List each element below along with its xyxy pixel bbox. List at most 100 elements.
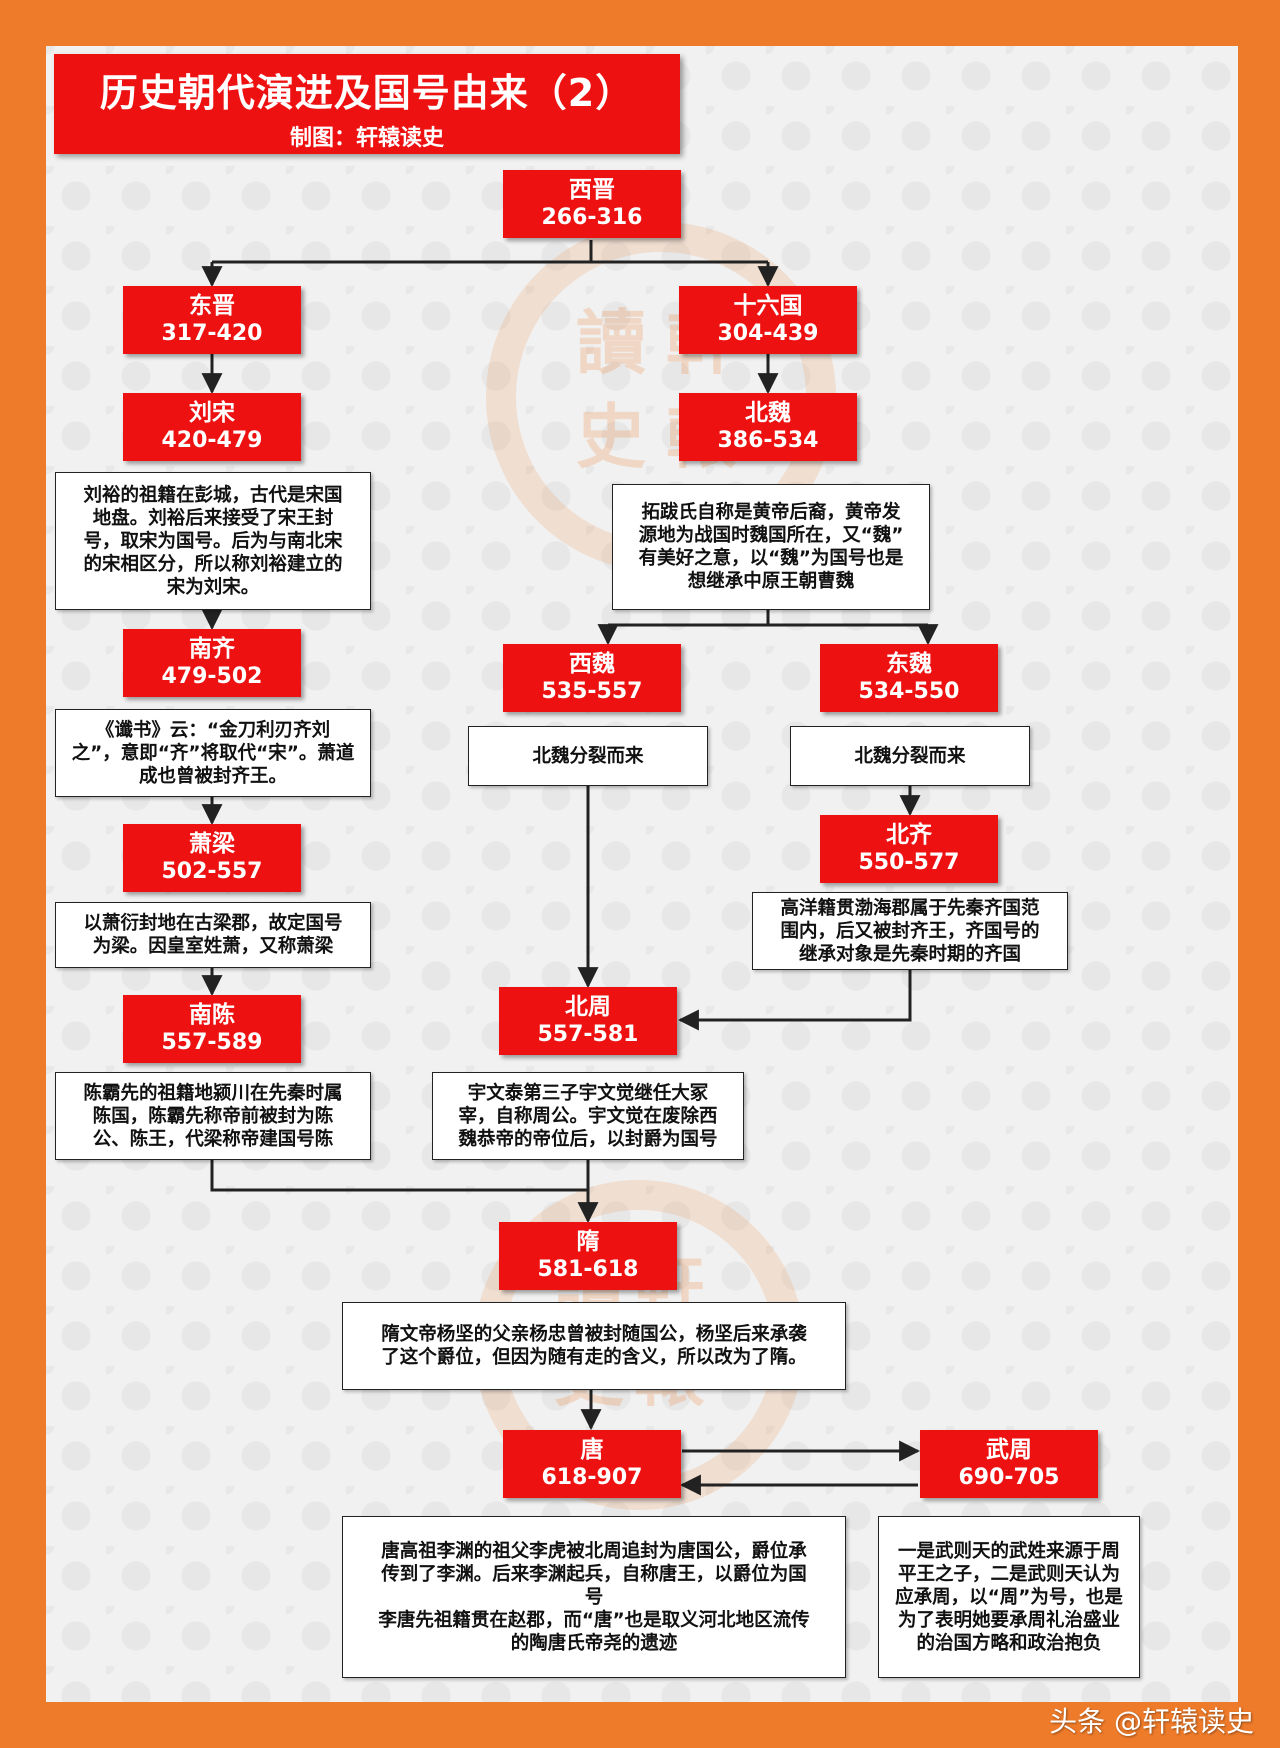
dynasty-name: 唐 — [580, 1437, 604, 1463]
dynasty-dongjin[interactable]: 东晋 317-420 — [123, 286, 301, 354]
note-sui: 隋文帝杨坚的父亲杨忠曾被封随国公，杨坚后来承袭 了这个爵位，但因为随有走的含义，… — [342, 1302, 846, 1390]
watermark-char: 讀 — [576, 301, 646, 384]
dynasty-years: 581-618 — [537, 1257, 639, 1282]
note-tang: 唐高祖李渊的祖父李虎被北周追封为唐国公，爵位承 传到了李渊。后来李渊起兵，自称唐… — [342, 1516, 846, 1678]
note-xiwei: 北魏分裂而来 — [468, 726, 708, 786]
dynasty-years: 618-907 — [541, 1465, 643, 1490]
dynasty-name: 萧梁 — [189, 831, 235, 857]
dynasty-years: 317-420 — [161, 321, 263, 346]
note-line: 想继承中原王朝曹魏 — [687, 571, 855, 592]
note-line: 陈国，陈霸先称帝前被封为陈 — [92, 1105, 334, 1127]
dynasty-xiwei[interactable]: 西魏 535-557 — [503, 644, 681, 712]
note-line: 为梁。因皇室姓萧，又称萧梁 — [92, 936, 334, 957]
note-line: 的宋相区分，所以称刘裕建立的 — [83, 553, 343, 575]
dynasty-years: 690-705 — [958, 1465, 1060, 1490]
note-line: 陈霸先的祖籍地颍川在先秦时属 — [83, 1082, 343, 1104]
note-beiwei: 拓跋氏自称是黄帝后裔，黄帝发 源地为战国时魏国所在，又“魏” 有美好之意，以“魏… — [612, 484, 930, 610]
note-line: 《谶书》云：“金刀利刃齐刘 — [95, 719, 331, 741]
note-line: 北魏分裂而来 — [532, 745, 644, 767]
note-line: 的治国方略和政治抱负 — [916, 1632, 1102, 1654]
note-line: 宰，自称周公。宇文觉在废除西 — [458, 1105, 718, 1127]
note-line: 的陶唐氏帝尧的遗迹 — [510, 1632, 678, 1654]
note-line: 之”，意即“齐”将取代“宋”。萧道 — [71, 742, 355, 764]
dynasty-nanchen[interactable]: 南陈 557-589 — [123, 995, 301, 1063]
note-wuzhou: 一是武则天的武姓来源于周 平王之子，二是武则天认为 应承周，以“周”为号，也是 … — [878, 1516, 1140, 1678]
dynasty-years: 479-502 — [161, 664, 263, 689]
note-beizhou: 宇文泰第三子宇文觉继任大冢 宰，自称周公。宇文觉在废除西 魏恭帝的帝位后，以封爵… — [432, 1072, 744, 1160]
note-line: 继承对象是先秦时期的齐国 — [798, 943, 1021, 965]
dynasty-tang[interactable]: 唐 618-907 — [503, 1430, 681, 1498]
note-nanqi: 《谶书》云：“金刀利刃齐刘 之”，意即“齐”将取代“宋”。萧道 成也曾被封齐王。 — [55, 709, 371, 797]
dynasty-beiqi[interactable]: 北齐 550-577 — [820, 815, 998, 883]
note-line: 地盘。刘裕后来接受了宋王封 — [92, 507, 334, 529]
dynasty-years: 557-589 — [161, 1030, 263, 1055]
dynasty-name: 武周 — [986, 1437, 1032, 1463]
dynasty-beizhou[interactable]: 北周 557-581 — [499, 987, 677, 1055]
dynasty-liusong[interactable]: 刘宋 420-479 — [123, 393, 301, 461]
dynasty-dongwei[interactable]: 东魏 534-550 — [820, 644, 998, 712]
dynasty-years: 266-316 — [541, 205, 643, 230]
dynasty-wuzhou[interactable]: 武周 690-705 — [920, 1430, 1098, 1498]
note-line: 应承周，以“周”为号，也是 — [895, 1586, 1123, 1608]
note-line: 刘裕的祖籍在彭城，古代是宋国 — [83, 484, 343, 506]
note-line: 平王之子，二是武则天认为 — [897, 1563, 1120, 1585]
note-line: 宋为刘宋。 — [166, 576, 260, 598]
dynasty-name: 刘宋 — [189, 400, 235, 426]
note-line: 魏恭帝的帝位后，以封爵为国号 — [458, 1128, 718, 1150]
dynasty-name: 南齐 — [189, 636, 235, 662]
note-liusong: 刘裕的祖籍在彭城，古代是宋国 地盘。刘裕后来接受了宋王封 号，取宋为国号。后为与… — [55, 472, 371, 610]
dynasty-name: 北魏 — [745, 400, 791, 426]
dynasty-beiwei[interactable]: 北魏 386-534 — [679, 393, 857, 461]
footer-watermark: 头条 @轩辕读史 — [1049, 1705, 1254, 1738]
dynasty-name: 北齐 — [886, 822, 932, 848]
dynasty-nanqi[interactable]: 南齐 479-502 — [123, 629, 301, 697]
note-line: 传到了李渊。后来李渊起兵，自称唐王，以爵位为国 — [381, 1563, 807, 1585]
note-line: 了这个爵位，但因为随有走的含义，所以改为了隋。 — [381, 1347, 807, 1368]
note-line: 拓跋氏自称是黄帝后裔，黄帝发 — [641, 502, 901, 523]
dynasty-years: 502-557 — [161, 859, 263, 884]
dynasty-years: 304-439 — [717, 321, 819, 346]
note-line: 有美好之意，以“魏”为国号也是 — [638, 548, 904, 569]
note-line: 围内，后又被封齐王，齐国号的 — [780, 920, 1040, 942]
title-banner: 历史朝代演进及国号由来（2） 制图：轩辕读史 — [54, 54, 680, 154]
note-line: 为了表明她要承周礼治盛业 — [897, 1609, 1120, 1631]
dynasty-years: 557-581 — [537, 1022, 639, 1047]
note-line: 以萧衍封地在古梁郡，故定国号 — [83, 913, 343, 934]
note-line: 北魏分裂而来 — [854, 745, 966, 767]
note-line: 隋文帝杨坚的父亲杨忠曾被封随国公，杨坚后来承袭 — [381, 1324, 807, 1345]
note-line: 成也曾被封齐王。 — [138, 765, 287, 787]
dynasty-name: 隋 — [576, 1229, 600, 1255]
note-line: 号，取宋为国号。后为与南北宋 — [83, 530, 343, 552]
dynasty-years: 534-550 — [858, 679, 960, 704]
dynasty-shiliuguo[interactable]: 十六国 304-439 — [679, 286, 857, 354]
watermark-char: 史 — [576, 395, 646, 478]
note-line: 唐高祖李渊的祖父李虎被北周追封为唐国公，爵位承 — [381, 1540, 807, 1562]
dynasty-years: 386-534 — [717, 428, 819, 453]
note-line: 公、陈王，代梁称帝建国号陈 — [92, 1128, 334, 1150]
dynasty-name: 西晋 — [569, 177, 615, 203]
credit-line: 制图：轩辕读史 — [289, 126, 444, 151]
dynasty-years: 420-479 — [161, 428, 263, 453]
dynasty-years: 550-577 — [858, 850, 960, 875]
dynasty-name: 南陈 — [189, 1002, 235, 1028]
note-line: 号 — [584, 1586, 604, 1608]
note-beiqi: 高洋籍贯渤海郡属于先秦齐国范 围内，后又被封齐王，齐国号的 继承对象是先秦时期的… — [752, 892, 1068, 970]
dynasty-xijin[interactable]: 西晋 266-316 — [503, 170, 681, 238]
note-line: 李唐先祖籍贯在赵郡，而“唐”也是取义河北地区流传 — [378, 1609, 810, 1631]
dynasty-name: 北周 — [565, 994, 611, 1020]
note-xiaoliang: 以萧衍封地在古梁郡，故定国号 为梁。因皇室姓萧，又称萧梁 — [55, 902, 371, 968]
note-dongwei: 北魏分裂而来 — [790, 726, 1030, 786]
dynasty-name: 东晋 — [189, 293, 235, 319]
note-nanchen: 陈霸先的祖籍地颍川在先秦时属 陈国，陈霸先称帝前被封为陈 公、陈王，代梁称帝建国… — [55, 1072, 371, 1160]
dynasty-sui[interactable]: 隋 581-618 — [499, 1222, 677, 1290]
note-line: 高洋籍贯渤海郡属于先秦齐国范 — [780, 897, 1040, 919]
dynasty-name: 东魏 — [886, 651, 932, 677]
dynasty-name: 十六国 — [733, 293, 803, 319]
page-title: 历史朝代演进及国号由来（2） — [99, 71, 635, 115]
note-line: 一是武则天的武姓来源于周 — [897, 1540, 1120, 1562]
dynasty-name: 西魏 — [569, 651, 615, 677]
dynasty-xiaoliang[interactable]: 萧梁 502-557 — [123, 824, 301, 892]
dynasty-years: 535-557 — [541, 679, 643, 704]
note-line: 源地为战国时魏国所在，又“魏” — [638, 525, 904, 546]
